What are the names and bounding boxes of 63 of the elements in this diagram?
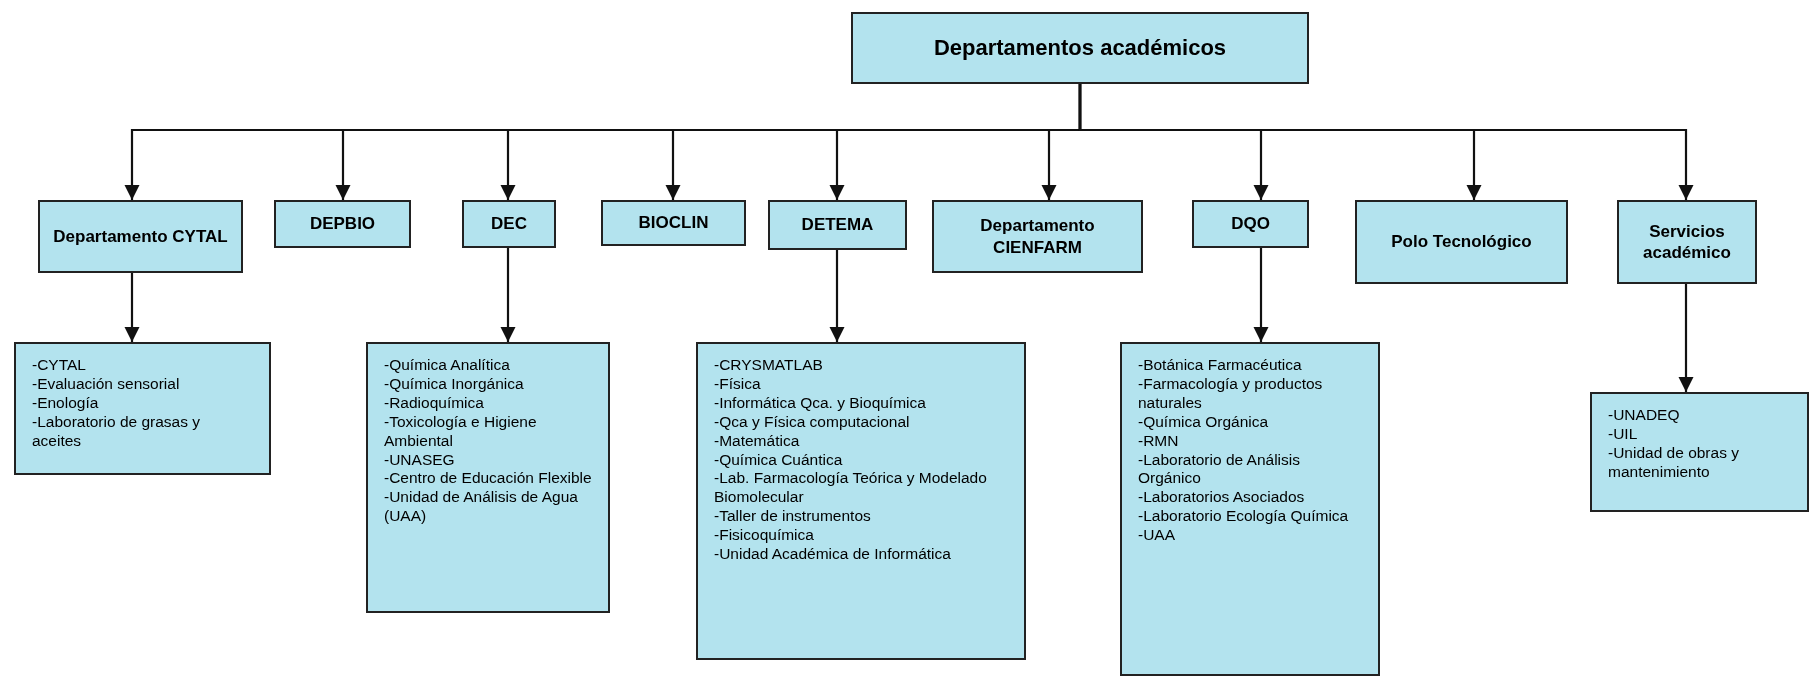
department-box xyxy=(1192,200,1309,248)
connector-arrow xyxy=(1678,284,1694,392)
unit-item: -Química Inorgánica xyxy=(384,374,525,394)
connector-arrow xyxy=(500,248,516,342)
department-box xyxy=(274,200,411,248)
unit-item: -UNASEG xyxy=(384,450,456,470)
unit-list-box xyxy=(1120,342,1380,676)
unit-list-box xyxy=(1590,392,1809,512)
unit-item: -Botánica Farmacéutica xyxy=(1138,356,1303,375)
department-box xyxy=(1617,200,1757,284)
department-name: Polo Tecnológico xyxy=(1391,231,1532,253)
unit-item: -Unidad de Análisis de Agua (UAA) xyxy=(384,488,579,527)
department-name: BIOCLIN xyxy=(638,212,709,234)
unit-item: -Informática Qca. y Bioquímica xyxy=(714,393,927,413)
department-name: Departamento CYTAL xyxy=(53,225,228,248)
unit-item: -Laboratorios Asociados xyxy=(1138,488,1306,508)
unit-item: -Radioquímica xyxy=(384,393,485,413)
unit-item: -Farmacología y productos naturales xyxy=(1138,374,1324,413)
department-name: Servicios académico xyxy=(1642,220,1732,264)
department-name: DETEMA xyxy=(801,214,874,236)
unit-item: -UNADEQ xyxy=(1608,406,1681,425)
department-box xyxy=(462,200,556,248)
department-name: Departamento CIENFARM xyxy=(979,215,1096,258)
unit-item: -Toxicología e Higiene Ambiental xyxy=(384,412,538,451)
unit-item: -Enología xyxy=(32,393,100,413)
unit-item: -Química Orgánica xyxy=(1138,412,1270,432)
unit-list-box xyxy=(366,342,610,613)
unit-item: -RMN xyxy=(1138,431,1180,451)
department-box xyxy=(1355,200,1568,284)
department-box xyxy=(768,200,907,250)
connector-arrow xyxy=(1078,84,1694,200)
unit-item: -Matemática xyxy=(714,431,801,451)
unit-list-box xyxy=(14,342,271,475)
unit-item: -Evaluación sensorial xyxy=(32,374,181,394)
unit-item: -Laboratorio de Análisis Orgánico xyxy=(1138,450,1301,489)
department-name: DQO xyxy=(1231,213,1270,235)
unit-item: -Química Analítica xyxy=(384,356,511,375)
unit-item: -Unidad de obras y mantenimiento xyxy=(1608,443,1740,482)
unit-item: -Química Cuántica xyxy=(714,450,844,470)
unit-item: -CYTAL xyxy=(32,356,87,375)
department-name: DEPBIO xyxy=(309,213,376,235)
department-name: Departamentos académicos xyxy=(933,34,1227,62)
department-box xyxy=(601,200,746,246)
unit-item: -Taller de instrumentos xyxy=(714,507,872,527)
department-name: DEC xyxy=(491,213,527,235)
unit-item: -UIL xyxy=(1608,424,1639,444)
unit-item: -CRYSMATLAB xyxy=(714,356,824,375)
unit-item: -Laboratorio Ecología Química xyxy=(1138,507,1350,527)
unit-item: -Laboratorio de grasas y aceites xyxy=(32,412,201,451)
unit-item: -Lab. Farmacología Teórica y Modelado Biomolecular xyxy=(714,469,988,508)
unit-list-box xyxy=(696,342,1026,660)
unit-item: -Fisicoquímica xyxy=(714,526,815,546)
department-box xyxy=(932,200,1143,273)
department-box xyxy=(38,200,243,273)
unit-item: -UAA xyxy=(1138,526,1177,546)
unit-item: -Centro de Educación Flexible xyxy=(384,469,592,489)
connector-arrow xyxy=(829,250,845,342)
department-box xyxy=(851,12,1309,84)
connector-arrow xyxy=(124,273,140,342)
unit-item: -Unidad Académica de Informática xyxy=(714,545,952,564)
connector-arrow xyxy=(1253,248,1269,342)
unit-item: -Qca y Física computacional xyxy=(714,412,911,432)
unit-item: -Física xyxy=(714,374,762,394)
